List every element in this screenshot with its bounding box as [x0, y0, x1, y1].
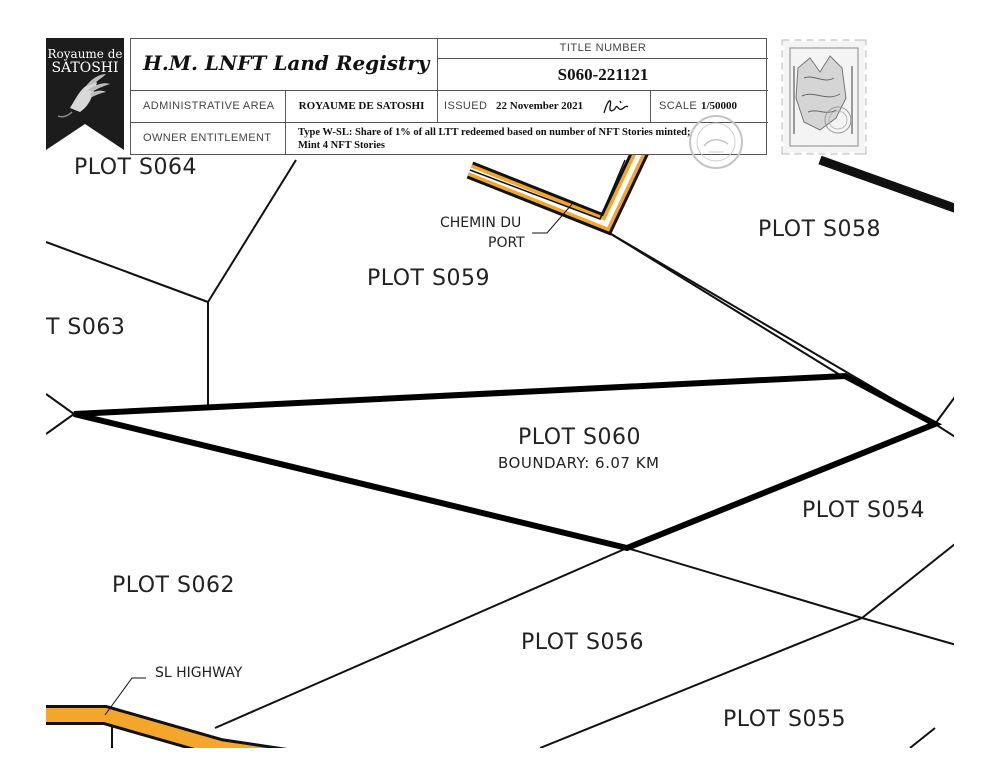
road-sl-highway [46, 705, 288, 748]
plot-s056-label: PLOT S056 [521, 630, 644, 655]
signature-icon [603, 100, 629, 114]
road-port-label-line1: CHEMIN DU [440, 215, 521, 231]
road-chemin-du-port [466, 146, 650, 236]
title-header: H.M. LNFT Land Registry TITLE NUMBER S06… [130, 38, 768, 155]
owner-entitlement-label: OWNER ENTITLEMENT [131, 123, 286, 154]
plot-s060-label: PLOT S060 [518, 425, 641, 450]
highway-leader-line [104, 677, 146, 716]
banner-name-line1: Royaume de [47, 47, 123, 61]
plot-s055-label: PLOT S055 [723, 707, 846, 732]
plot-s060-boundary [73, 372, 943, 552]
kingdom-banner: Royaume de SATOSHI [46, 38, 124, 153]
postage-stamp-icon [779, 37, 869, 157]
parcel-boundaries [46, 159, 954, 748]
plot-s063-label: T S063 [45, 315, 125, 340]
admin-area-label: ADMINISTRATIVE AREA [131, 91, 286, 123]
plot-s058-label: PLOT S058 [758, 217, 881, 242]
road-highway-label: SL HIGHWAY [155, 665, 243, 681]
port-leader-line [532, 202, 574, 234]
winged-shoe-icon [57, 74, 110, 118]
registry-title: H.M. LNFT Land Registry [143, 51, 430, 75]
plot-s062-label: PLOT S062 [112, 573, 235, 598]
owner-entitlement-line1: Type W-SL: Share of 1% of all LTT redeem… [298, 127, 691, 138]
title-number: S060-221121 [438, 59, 768, 91]
scale-label: SCALE [659, 100, 698, 112]
road-northeast [818, 155, 954, 213]
plot-s054-label: PLOT S054 [802, 498, 925, 523]
road-port-label-line2: PORT [488, 235, 525, 251]
admin-area-value: ROYAUME DE SATOSHI [286, 91, 438, 123]
banner-name-line2: SATOSHI [51, 60, 119, 76]
plot-s060-boundary-label: BOUNDARY: 6.07 KM [498, 454, 659, 472]
issued-date: 22 November 2021 [496, 100, 584, 112]
plot-s064-label: PLOT S064 [74, 155, 197, 180]
title-number-label: TITLE NUMBER [438, 39, 768, 59]
owner-entitlement-line2: Mint 4 NFT Stories [298, 140, 386, 151]
plot-s059-label: PLOT S059 [367, 266, 490, 291]
scale-value: 1/50000 [701, 100, 738, 112]
issued-label: ISSUED [444, 100, 488, 112]
seal-stamp-icon [689, 115, 743, 169]
